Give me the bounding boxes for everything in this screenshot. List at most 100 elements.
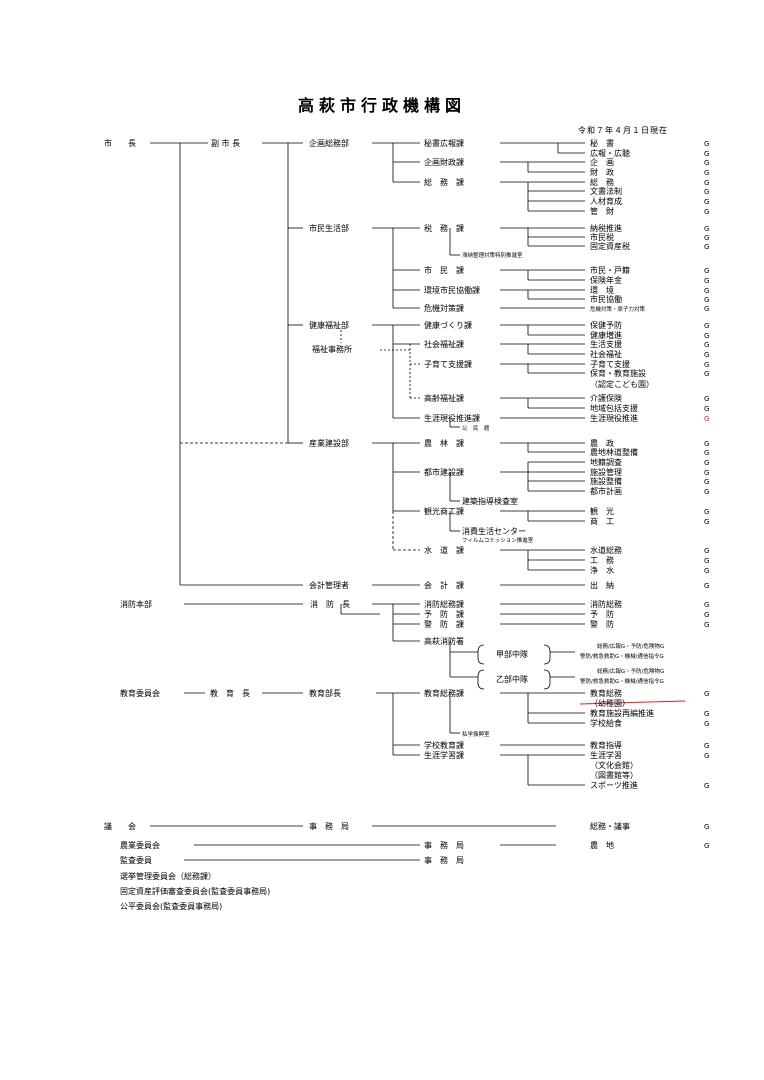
group-kanko: 観 光 [590,506,614,516]
group-toshi-keikaku: 都市計画 [590,486,622,496]
group-zoshin: 健康増進 [590,330,622,340]
g-marker: G [704,361,709,369]
kansa-committee: 監査委員 [120,855,152,865]
group-shogai: 生涯現役推進 [590,413,638,423]
div-zaisei: 企画財政課 [424,157,464,167]
div-yobo: 予 防 課 [424,609,464,619]
g-marker: G [704,267,709,275]
group-zeisuishin: 納税推進 [590,223,622,233]
mayor: 市 長 [104,138,136,148]
g-marker: G [704,508,709,516]
group-kyodo: 市民協働 [590,294,622,304]
div-shigaku: 私学振興室 [462,730,490,738]
group-kosodate: 子育て支援 [590,359,630,369]
g-marker: G [704,169,709,177]
g-marker: G [704,567,709,575]
fire-hq: 消防本部 [120,599,152,609]
group-kyushoku: 学校給食 [590,718,622,728]
g-marker: G [704,322,709,330]
group-somu: 総 務 [590,177,614,187]
g-markers: G G G G G G G G G G G G G G G G G G G G … [704,140,709,850]
g-marker: G [704,277,709,285]
group-kiki: 危機対策・原子力対策 [590,305,646,313]
g-marker: G [704,140,709,148]
g-marker: G [704,179,709,187]
page-title: 高萩市行政機構図 [297,96,466,115]
div-suido: 水 道 課 [424,545,464,555]
senkyo-committee: 選挙管理委員会（総務課） [120,871,216,881]
div-film: フィルムコミッション推進室 [462,536,534,544]
dept-kikaku: 企画総務部 [309,138,349,148]
g-marker: G [704,296,709,304]
g-marker: G [704,225,709,233]
education-board: 教育委員会 [120,688,160,698]
group-kikaku: 企 画 [590,157,614,167]
group-kyoiku-somu: 教育総務 [590,688,622,698]
g-marker: G [704,243,709,251]
g-marker: G [704,395,709,403]
div-kanko: 観光商工課 [424,506,464,516]
kohei-committee: 公平委員会(監査委員事務局) [120,901,222,911]
gikai-office: 事 務 局 [309,821,349,831]
group-otsubu-2: 警防/救急救助G・機械/通信指令G [580,677,664,685]
group-kanzai: 管 財 [590,206,614,216]
div-shakai: 社会福祉課 [424,339,464,349]
as-of-date: 令和７年４月１日現在 [578,126,668,135]
g-marker: G [704,601,709,609]
g-marker: G [704,341,709,349]
group-nosei: 農 政 [590,438,614,448]
group-shiminzei: 市民税 [590,232,614,242]
div-toshi: 都市建設課 [424,467,464,477]
group-yochien: （幼稚園） [590,698,630,708]
group-suito: 出 納 [590,580,614,590]
g-marker: G [704,842,709,850]
group-josui: 浄 水 [590,565,614,575]
div-kankyo: 環境市民協働課 [424,285,480,295]
g-marker: G [704,287,709,295]
div-otsubu: 乙部中隊 [496,674,528,684]
group-kaigo: 介護保険 [590,393,622,403]
div-kaikei: 会 計 課 [424,580,464,590]
div-keibo: 警 防 課 [424,619,464,629]
g-marker: G [704,351,709,359]
div-kenko: 健康づくり課 [424,320,472,330]
g-marker: G [704,752,709,760]
edu-dept-director: 教育部長 [309,688,341,698]
div-takahagi-sho: 高萩消防署 [424,636,464,646]
superintendent: 教 育 長 [210,688,250,698]
dept-sangyo: 産業建設部 [309,438,349,448]
group-suido-somu: 水道総務 [590,545,622,555]
g-marker: G [704,159,709,167]
g-marker: G [704,469,709,477]
div-tainou: 滞納整理対策特別推進室 [462,251,523,259]
div-norin: 農 林 課 [424,438,464,448]
group-kankyo: 環 境 [590,285,614,295]
nogyo-committee: 農業委員会 [120,840,160,850]
div-koureifukushi: 高齢福祉課 [424,393,464,403]
g-marker: G [704,449,709,457]
group-shisetsu-seibi: 施設整備 [590,476,622,486]
group-zaisei: 財 政 [590,167,614,177]
group-shido: 教育指導 [590,740,622,750]
bracket-left-kobu [477,644,485,665]
g-marker: G [704,557,709,565]
g-marker: G [704,150,709,158]
g-marker: G [704,370,709,378]
group-kobu-1: 総務/広報G・予防/危険物G [597,642,664,650]
g-marker: G [704,823,709,831]
div-shobo-somu: 消防総務課 [424,599,464,609]
g-marker: G [704,459,709,467]
g-marker: G [704,690,709,698]
group-shoko: 商 工 [590,516,614,526]
group-hisho: 秘 書 [590,138,614,148]
group-yobo: 保健予防 [590,320,622,330]
group-keibo: 警 防 [590,619,614,629]
group-hoiku: 保育・教育施設 [590,368,646,378]
g-marker: G [704,611,709,619]
group-koho: 広報・広聴 [590,148,630,158]
strike-line [579,700,686,705]
vice-mayor: 副 市 長 [211,138,240,148]
bracket-right-kobu [543,644,551,665]
g-marker: G [704,478,709,486]
